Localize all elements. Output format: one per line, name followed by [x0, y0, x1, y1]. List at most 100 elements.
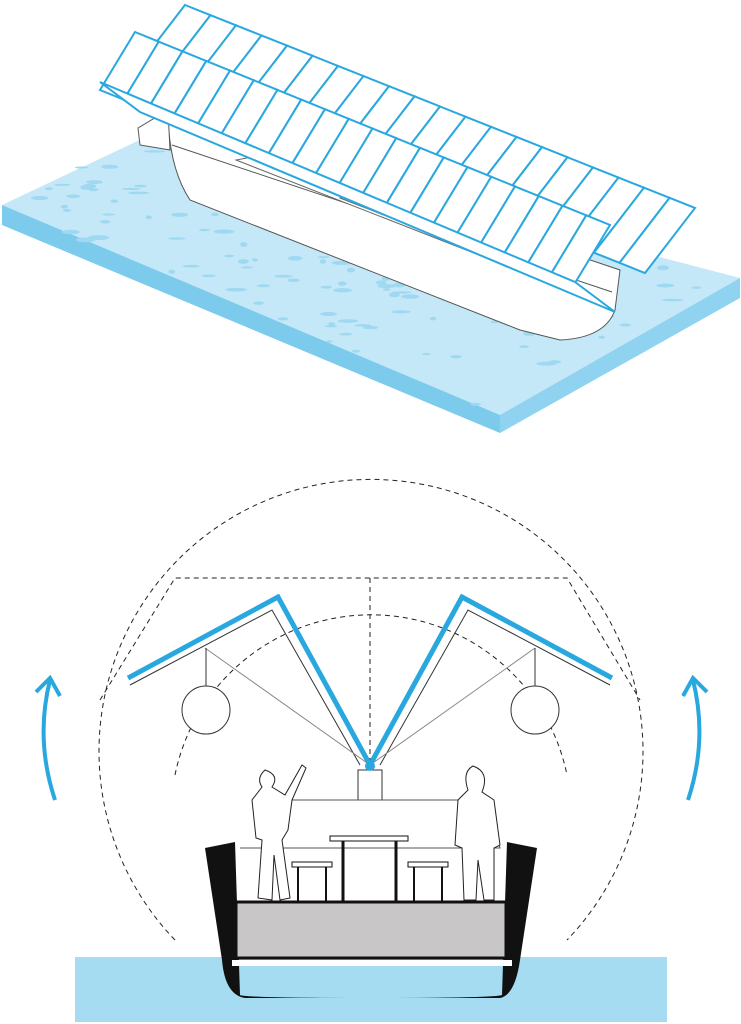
water-ripple	[287, 255, 303, 261]
water-ripple	[519, 345, 530, 349]
water-ripple	[143, 150, 166, 153]
water-ripple	[333, 288, 353, 293]
water-ripple	[133, 184, 147, 188]
solar-panel-underside	[99, 81, 616, 313]
solar-roof-left	[126, 593, 373, 767]
water-slab-front	[2, 205, 500, 433]
water-ripple	[382, 288, 391, 291]
water-ripple	[253, 301, 264, 305]
water-ripple	[237, 259, 249, 264]
hinge	[365, 761, 375, 771]
cable-left	[204, 647, 371, 766]
water-ripple	[287, 278, 300, 282]
water-ripple	[388, 292, 400, 298]
water-ripple	[99, 220, 111, 224]
water-ripple	[326, 340, 333, 343]
deck-floor	[234, 900, 508, 960]
rotation-dashed-top	[99, 577, 641, 701]
water-ripple	[101, 164, 119, 169]
water-ripple	[167, 237, 186, 240]
water-slab-side	[500, 278, 740, 433]
water-ripple	[277, 317, 289, 321]
water-ripple	[101, 213, 116, 216]
water-ripple	[201, 274, 216, 278]
water-ripple	[80, 185, 92, 191]
hull-white-stripe	[232, 960, 512, 966]
water-ripple	[62, 208, 72, 212]
water-ripple	[240, 266, 254, 269]
water-ripple	[211, 212, 219, 217]
water-ripple	[320, 311, 338, 316]
water-ripple	[662, 298, 684, 302]
water-ripple	[401, 294, 420, 299]
water-section	[75, 957, 667, 1022]
water-ripple	[44, 187, 53, 191]
water-ripple	[198, 228, 211, 232]
water-ripple	[182, 264, 200, 268]
table-top	[329, 835, 409, 842]
water-ripple	[256, 284, 271, 288]
rotation-arrow-right-icon	[681, 674, 709, 801]
water-ripple	[469, 402, 482, 406]
water-ripple	[168, 269, 176, 274]
water-ripple	[319, 259, 326, 264]
water-ripple	[30, 195, 49, 201]
section-view	[34, 478, 709, 1022]
roof-frame-right	[379, 609, 611, 766]
water-ripple	[74, 166, 89, 169]
stool-left	[291, 861, 333, 868]
solar-roof-right	[367, 593, 614, 767]
water-ripple	[337, 319, 359, 323]
water-ripple	[61, 229, 80, 235]
water-ripple	[121, 187, 140, 191]
water-ripple	[171, 212, 189, 217]
water-ripple	[375, 280, 387, 285]
water-ripple	[391, 310, 411, 314]
water-ripple	[128, 191, 150, 195]
water-ripple	[85, 180, 103, 185]
water-ripple	[225, 287, 247, 292]
water-ripple	[88, 236, 97, 239]
rotation-arrow-left-icon	[34, 674, 62, 801]
inner-dashed-arc	[174, 614, 568, 776]
water-ripple	[213, 229, 235, 234]
water-ripple	[110, 199, 119, 203]
water-ripple	[363, 325, 379, 330]
solar-panel-upper	[617, 196, 697, 275]
roof-frame-left	[129, 609, 361, 766]
water-ripple	[324, 324, 338, 328]
water-ripple	[346, 267, 355, 273]
water-ripple	[240, 242, 248, 247]
rotation-dashed-arc	[98, 478, 644, 941]
water-ripple	[619, 323, 631, 327]
water-ripple	[88, 188, 99, 192]
stool-right	[407, 861, 449, 868]
water-ripple	[656, 283, 675, 288]
water-ripple	[327, 322, 336, 326]
boat-hull-section	[205, 842, 537, 998]
water-ripple	[351, 349, 361, 353]
person-right-standing	[454, 765, 501, 901]
cable-right	[369, 647, 536, 766]
water-ripple	[354, 324, 372, 327]
water-ripple	[421, 353, 431, 356]
water-ripple	[377, 284, 396, 289]
isometric-view	[2, 3, 740, 433]
pendant-lamp-left	[181, 685, 231, 735]
water-ripple	[317, 255, 330, 259]
water-ripple	[54, 183, 71, 186]
water-ripple	[66, 194, 81, 199]
water-ripple	[145, 215, 152, 220]
water-ripple	[76, 237, 96, 243]
water-ripple	[691, 286, 702, 289]
water-ripple	[656, 265, 669, 271]
water-ripple	[60, 204, 69, 209]
water-ripple	[274, 274, 293, 278]
water-ripple	[391, 291, 412, 294]
water-ripple	[337, 281, 347, 286]
person-left-pointing	[251, 764, 307, 901]
water-ripple	[338, 332, 353, 336]
water-ripple	[536, 361, 557, 366]
water-ripple	[320, 285, 333, 289]
